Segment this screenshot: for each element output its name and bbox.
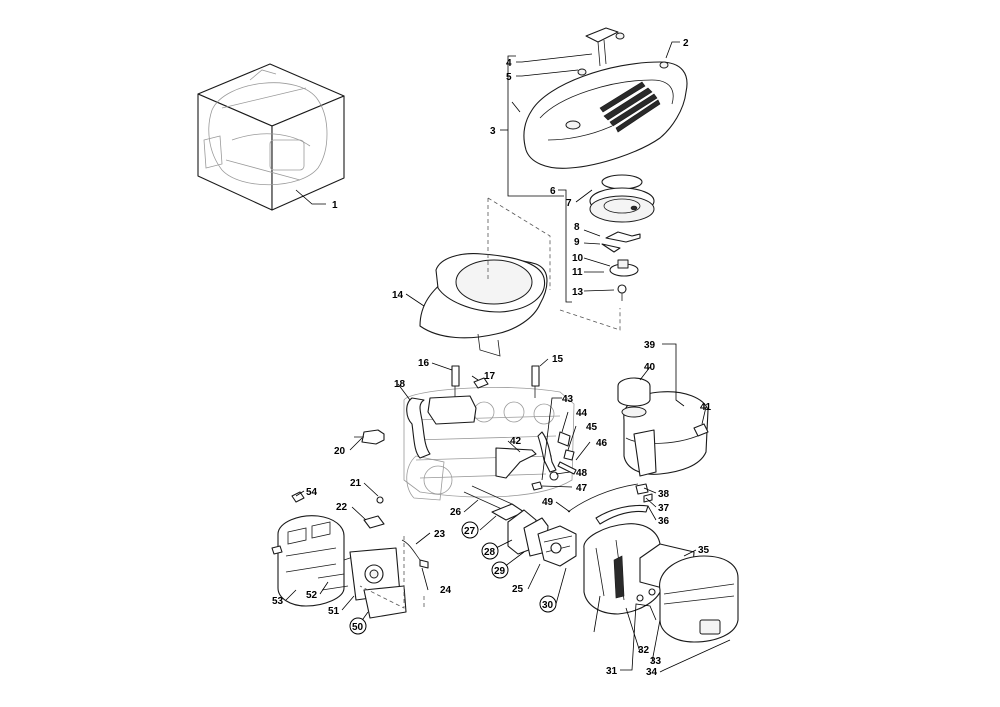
callout-circle (481, 542, 499, 560)
callout-labels: 1 2 3 4 5 6 7 8 9 10 11 13 14 15 16 17 1… (272, 38, 712, 678)
callout-40: 40 (644, 362, 656, 373)
callout-6: 6 (550, 186, 556, 197)
callout-8: 8 (574, 222, 580, 233)
callout-9: 9 (574, 237, 580, 248)
callout-46: 46 (596, 438, 608, 449)
air-filter-assembly (583, 523, 739, 643)
callout-50: 50 (352, 622, 364, 633)
callout-30: 30 (542, 600, 554, 611)
callout-31: 31 (606, 666, 618, 677)
callout-circle (349, 617, 367, 635)
callout-33: 33 (650, 656, 662, 667)
callout-48: 48 (576, 468, 588, 479)
callout-24: 24 (440, 585, 452, 596)
callout-38: 38 (658, 489, 670, 500)
callout-44: 44 (576, 408, 588, 419)
callout-20: 20 (334, 446, 346, 457)
callout-28: 28 (484, 547, 496, 558)
callout-21: 21 (350, 478, 362, 489)
callout-41: 41 (700, 402, 712, 413)
callout-25: 25 (512, 584, 524, 595)
callout-51: 51 (328, 606, 340, 617)
fuel-lines (495, 431, 653, 525)
callout-39: 39 (644, 340, 656, 351)
callout-circle (491, 561, 509, 579)
callout-37: 37 (658, 503, 670, 514)
callout-49: 49 (542, 497, 554, 508)
callout-16: 16 (418, 358, 430, 369)
callout-43: 43 (562, 394, 574, 405)
callout-5: 5 (506, 72, 512, 83)
callout-15: 15 (552, 354, 564, 365)
cover-vent-slots (599, 81, 661, 133)
callout-27: 27 (464, 526, 476, 537)
callout-32: 32 (638, 645, 650, 656)
callout-53: 53 (272, 596, 284, 607)
callout-circle (539, 595, 557, 613)
callout-47: 47 (576, 483, 588, 494)
callout-1: 1 (332, 200, 338, 211)
callout-7: 7 (566, 198, 572, 209)
callout-18: 18 (394, 379, 406, 390)
callout-52: 52 (306, 590, 318, 601)
callout-54: 54 (306, 487, 318, 498)
callout-17: 17 (484, 371, 496, 382)
callout-circle (461, 521, 479, 539)
callout-23: 23 (434, 529, 446, 540)
fuel-tank-assembly (617, 377, 709, 477)
callout-35: 35 (698, 545, 710, 556)
callout-10: 10 (572, 253, 584, 264)
blower-housing (419, 253, 548, 357)
callout-14: 14 (392, 290, 404, 301)
callout-13: 13 (572, 287, 584, 298)
ignition-parts (354, 365, 540, 459)
callout-29: 29 (494, 566, 506, 577)
callout-42: 42 (510, 436, 522, 447)
callout-11: 11 (572, 267, 583, 278)
engine-block (403, 387, 575, 501)
callout-26: 26 (450, 507, 462, 518)
callout-45: 45 (586, 422, 598, 433)
carburettor-assembly (463, 485, 577, 567)
engine-box-assembly (197, 63, 345, 211)
muffler-assembly (271, 491, 429, 619)
nut-icon (659, 61, 669, 69)
callout-34: 34 (646, 667, 658, 678)
callout-4: 4 (506, 58, 512, 69)
callout-36: 36 (658, 516, 670, 527)
callout-3: 3 (490, 126, 496, 137)
assembly-guide-lines (359, 197, 621, 609)
top-cover-assembly (523, 27, 688, 169)
recoil-starter-assembly (589, 174, 655, 301)
callout-22: 22 (336, 502, 348, 513)
callout-2: 2 (683, 38, 689, 49)
